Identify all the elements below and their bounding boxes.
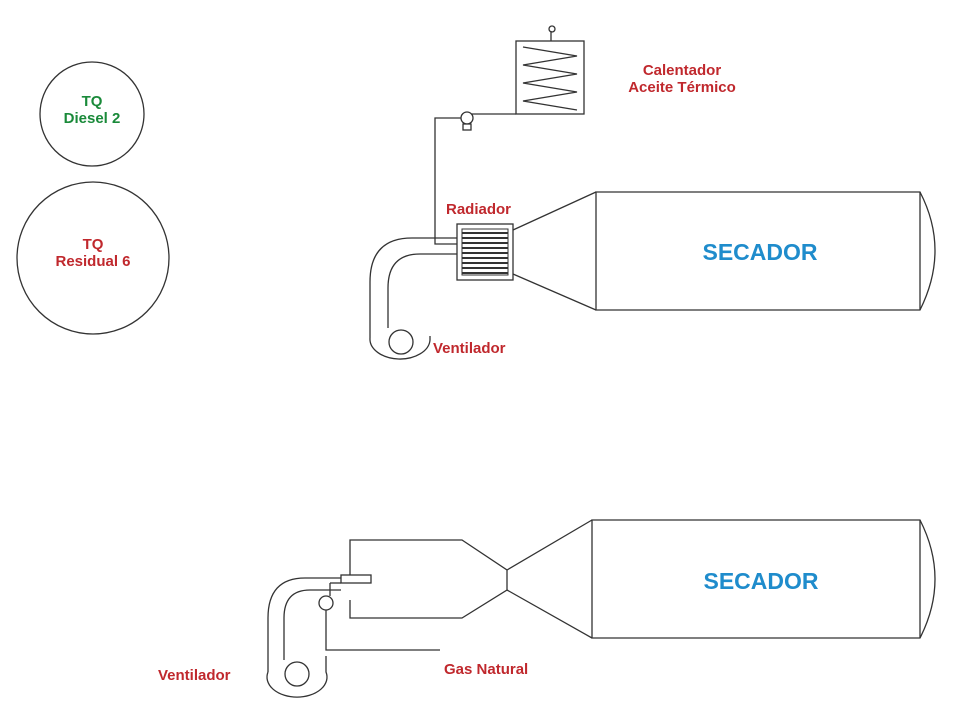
fan-rotor-bottom [284, 661, 310, 687]
oil-pipe-left [434, 117, 461, 245]
residual-tank-circle [16, 181, 170, 335]
fan-duct-bottom-inner [283, 589, 341, 660]
gas-pipe [325, 610, 440, 651]
radiator-box [456, 223, 514, 281]
heater-vent-icon [548, 25, 556, 33]
oil-pump-base [462, 123, 472, 131]
diesel-tank-subtitle: Diesel 2 [63, 110, 121, 128]
diesel-tank-label: TQ Diesel 2 [52, 93, 132, 128]
cone-bottom-upper [506, 519, 593, 571]
fan-duct-outer [369, 237, 457, 338]
fan-label-top: Ventilador [433, 340, 506, 357]
radiator-label: Radiador [446, 201, 512, 218]
fan-housing-top [369, 336, 431, 360]
cone-top-upper [512, 191, 597, 231]
gas-label: Gas Natural [444, 661, 529, 678]
combustion-chamber [349, 539, 508, 619]
heater-box [515, 40, 585, 115]
residual-tank-subtitle: Residual 6 [55, 253, 131, 271]
fan-label-bottom: Ventilador [158, 667, 231, 684]
heater-label-line1: Calentador [642, 62, 722, 79]
cone-bottom-lower [506, 589, 593, 639]
heater-label: Calentador Aceite Térmico [602, 62, 762, 97]
residual-tank-label: TQ Residual 6 [33, 236, 153, 271]
fan-duct-bottom-outer [267, 577, 341, 672]
diesel-tank-circle [39, 61, 145, 167]
burner-nozzle [340, 574, 372, 584]
fan-duct-inner [387, 253, 457, 328]
gas-valve-icon [318, 595, 334, 611]
diesel-tank-title: TQ [81, 93, 103, 110]
heater-coil [522, 46, 578, 111]
oil-pump-icon [460, 111, 474, 125]
dryer-label-bottom: SECADOR [703, 568, 819, 594]
residual-tank-title: TQ [82, 236, 104, 253]
dryer-label-top: SECADOR [702, 239, 818, 265]
fan-housing-bottom [266, 656, 328, 698]
fan-rotor-top [388, 329, 414, 355]
radiator-fins [461, 228, 509, 276]
cone-top-lower [512, 273, 597, 311]
heater-label-line2: Aceite Térmico [628, 79, 736, 97]
